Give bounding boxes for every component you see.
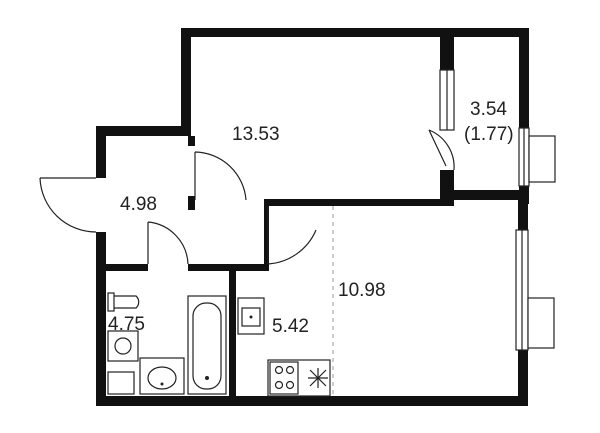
extractor-icon (308, 368, 328, 388)
kitchen-sink-icon (237, 297, 265, 335)
area-label-living: 10.98 (338, 280, 386, 301)
interior-walls (104, 136, 269, 398)
washing-machine-icon (107, 330, 139, 362)
area-label-balcony: 3.54 (470, 99, 507, 120)
bathroom-fixtures (107, 292, 227, 395)
sink-icon (139, 357, 185, 395)
area-label-balcony-reduced: (1.77) (464, 124, 514, 145)
area-label-hall: 4.98 (120, 194, 157, 215)
cabinet-icon (107, 371, 135, 395)
exterior-walls (96, 28, 529, 406)
bathtub-icon (187, 295, 227, 395)
area-label-kitchen: 5.42 (272, 316, 309, 337)
kitchen-fixtures (237, 297, 331, 397)
stove-icon (269, 361, 299, 395)
windows (439, 69, 556, 351)
area-label-bathroom: 4.75 (108, 314, 145, 335)
counter (267, 359, 331, 397)
area-label-bedroom: 13.53 (232, 124, 280, 145)
doors (39, 129, 455, 265)
toilet-icon (107, 292, 140, 312)
area-labels: 13.53 4.98 4.75 5.42 10.98 3.54 (1.77) (108, 99, 514, 337)
